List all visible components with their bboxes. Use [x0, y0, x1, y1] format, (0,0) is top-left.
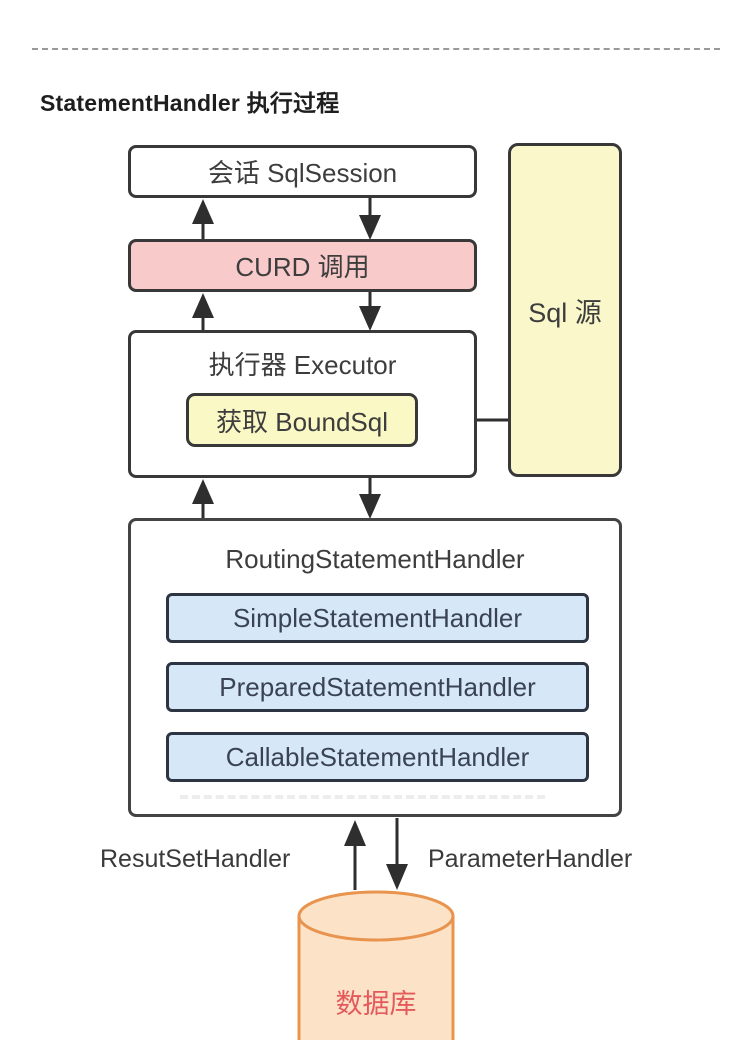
page-title: StatementHandler 执行过程	[40, 90, 340, 116]
database-label: 数据库	[335, 989, 417, 1019]
curd-box: CURD 调用	[128, 239, 477, 292]
parameter-handler-label: ParameterHandler	[428, 845, 633, 873]
routing-label: RoutingStatementHandler	[225, 544, 525, 574]
arrow-up-executor-to-curd	[192, 293, 214, 331]
sqlsource-label: Sql 源	[528, 297, 602, 328]
callable-statement-handler-box: CallableStatementHandler	[166, 732, 589, 782]
simple-statement-handler-label: SimpleStatementHandler	[232, 602, 523, 633]
arrow-up-routing-to-executor	[192, 479, 214, 519]
arrow-down-curd-to-executor	[359, 291, 381, 331]
routing-statement-handler-box: RoutingStatementHandler SimpleStatementH…	[128, 518, 622, 817]
arrow-up-database-to-routing	[344, 820, 366, 890]
simple-statement-handler-box: SimpleStatementHandler	[166, 593, 589, 643]
top-dashed-divider	[32, 48, 720, 50]
sqlsession-box: 会话 SqlSession	[128, 145, 477, 198]
boundsql-label: 获取 BoundSql	[216, 406, 388, 437]
resultset-handler-label: ResutSetHandler	[100, 845, 291, 873]
arrow-down-executor-to-routing	[359, 477, 381, 519]
sqlsession-label: 会话 SqlSession	[207, 158, 398, 188]
arrow-down-sqlsession-to-curd	[359, 197, 381, 240]
faint-dashed-artifact	[180, 795, 545, 799]
prepared-statement-handler-box: PreparedStatementHandler	[166, 662, 589, 712]
curd-label: CURD 调用	[235, 252, 370, 282]
sqlsource-box: Sql 源	[508, 143, 622, 477]
executor-label: 执行器 Executor	[208, 350, 397, 380]
arrow-down-routing-to-database	[386, 818, 408, 890]
arrow-up-curd-to-sqlsession	[192, 199, 214, 240]
prepared-statement-handler-label: PreparedStatementHandler	[219, 671, 536, 702]
callable-statement-handler-label: CallableStatementHandler	[225, 741, 530, 772]
boundsql-box: 获取 BoundSql	[186, 393, 418, 447]
